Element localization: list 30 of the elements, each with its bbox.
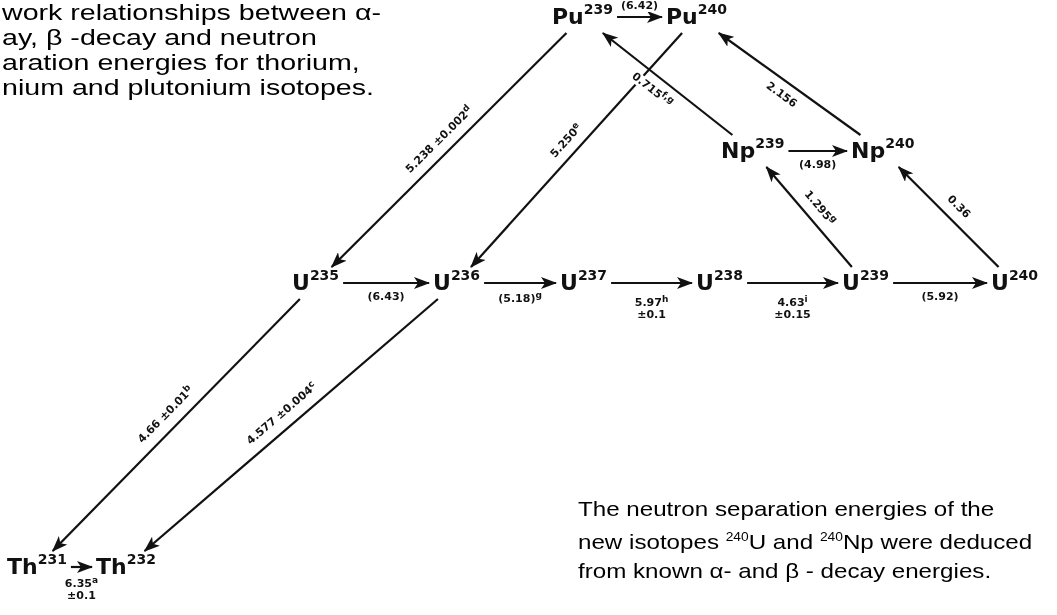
- arrow: [893, 277, 988, 289]
- isotope-label: U$^{240}$: [990, 270, 1040, 296]
- arrow: [602, 32, 734, 136]
- arrow: [343, 277, 430, 289]
- arrow: [765, 166, 853, 268]
- arrow: [617, 11, 663, 23]
- isotope-label: Np$^{240}$: [850, 138, 916, 164]
- arrow: [143, 298, 439, 552]
- isotope-label: Np$^{239}$: [720, 138, 786, 164]
- arrow: [51, 298, 301, 552]
- isotope-label: Pu$^{239}$: [551, 4, 615, 30]
- note-text: The neutron separation energies of the new isotopes $^{240}$U and $^{240}$Np were deduced from known α- and β - decay energies.: [578, 496, 1034, 584]
- edge-label: (6.42): [618, 0, 661, 12]
- arrow: [484, 277, 557, 289]
- arrow: [611, 277, 693, 289]
- arrow: [330, 32, 568, 268]
- isotope-label: Th$^{231}$: [6, 554, 68, 580]
- isotope-label: U$^{236}$: [432, 270, 482, 296]
- isotope-label: U$^{238}$: [695, 270, 745, 296]
- isotope-label: Pu$^{240}$: [665, 4, 729, 30]
- isotope-label: U$^{237}$: [559, 270, 609, 296]
- arrow: [897, 166, 1000, 268]
- arrow: [788, 145, 848, 157]
- caption-text: work relationships between α- ay, β -decay and neutron aration energies for thorium, nium and plutonium isotopes.: [2, 0, 382, 100]
- arrow: [470, 32, 683, 268]
- arrow: [747, 277, 839, 289]
- isotope-label: U$^{235}$: [291, 270, 341, 296]
- arrow: [717, 32, 862, 136]
- arrow: [70, 561, 93, 573]
- isotope-label: U$^{239}$: [841, 270, 891, 296]
